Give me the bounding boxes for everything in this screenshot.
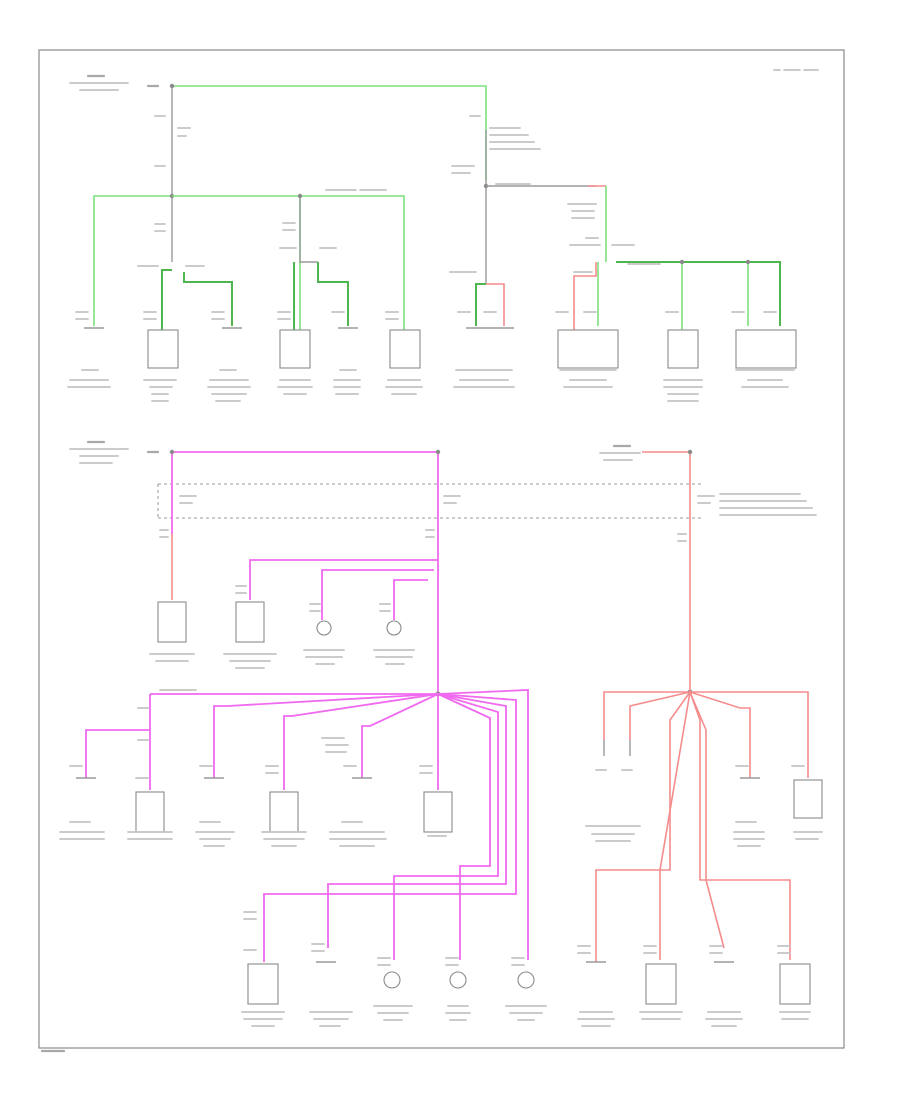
lamp-symbol — [316, 620, 332, 636]
component-box — [645, 963, 677, 1005]
branch-wire — [361, 693, 439, 778]
diagram-frame — [38, 49, 845, 1049]
fuse-mark — [451, 115, 541, 174]
upper-main-bus-wire — [172, 85, 487, 180]
component-box — [557, 329, 619, 369]
branch-wire — [321, 569, 434, 620]
component-box — [667, 329, 699, 369]
branch-wire — [299, 196, 318, 263]
component-box — [389, 329, 421, 369]
splice-node — [687, 449, 693, 455]
component-box — [247, 963, 279, 1005]
component-box — [735, 329, 797, 369]
component-box — [779, 963, 811, 1005]
branch-wire — [659, 691, 691, 960]
component-box — [793, 779, 823, 819]
branch-wire — [213, 693, 439, 778]
branch-wire — [689, 691, 791, 960]
label-mark — [137, 689, 349, 753]
branch-wire — [616, 261, 781, 326]
lower-power-distribution — [69, 440, 823, 962]
lamp-symbol — [386, 620, 402, 636]
branch-wire — [263, 693, 517, 962]
component-row-lower — [241, 911, 811, 1027]
branch-wire — [327, 693, 507, 948]
upper-feed-label-mark — [69, 74, 160, 91]
pin-label-mark — [235, 585, 391, 612]
splice-node — [435, 449, 441, 455]
branch-wire — [283, 693, 439, 790]
branch-wire — [437, 693, 491, 960]
branch-wire — [573, 262, 597, 340]
lamp-symbol — [517, 971, 535, 989]
splice-node — [169, 449, 175, 455]
splice-node — [679, 259, 685, 265]
component-box — [235, 601, 265, 643]
component-box — [423, 791, 453, 833]
branch-wire — [603, 691, 690, 740]
branch-wire — [689, 691, 725, 949]
branch-wire — [249, 559, 438, 600]
caption-mark — [59, 821, 823, 847]
branch-wire — [629, 691, 691, 740]
label-mark — [137, 189, 387, 267]
fuse-block-outline — [157, 483, 702, 519]
branch-wire — [393, 693, 499, 960]
branch-wire — [475, 283, 486, 326]
component-box — [269, 791, 299, 833]
caption-mark — [149, 649, 415, 669]
branch-wire — [486, 283, 505, 326]
branch-wire — [437, 689, 529, 960]
branch-wire — [85, 729, 150, 778]
branch-wire — [161, 269, 172, 340]
component-box — [279, 329, 311, 369]
branch-wire — [183, 272, 233, 326]
branch-wire — [595, 691, 691, 950]
branch-wire — [690, 691, 809, 778]
fuse-mark — [159, 480, 817, 542]
left-branch-wire — [93, 195, 172, 326]
pin-label-mark — [69, 765, 805, 779]
label-mark — [449, 183, 635, 273]
pin-label-mark — [75, 311, 777, 320]
pin-label-mark — [243, 911, 791, 966]
upper-power-distribution — [67, 74, 797, 402]
lower-right-feed-wire — [642, 451, 691, 480]
lamp-symbol — [449, 971, 467, 989]
branch-wire — [393, 579, 428, 620]
splice-node — [169, 83, 175, 89]
branch-wire — [689, 691, 751, 778]
component-row-upper — [84, 327, 797, 369]
component-row-middle — [59, 765, 823, 847]
branch-wire — [300, 195, 405, 340]
caption-mark — [241, 1005, 811, 1027]
component-box — [147, 329, 179, 369]
lower-feed-label-mark — [69, 440, 641, 464]
caption-mark — [67, 369, 795, 402]
lamp-symbol — [383, 971, 401, 989]
splice-node — [745, 259, 751, 265]
component-box — [157, 601, 187, 643]
splice-node — [297, 193, 303, 199]
fuse-mark — [154, 115, 191, 167]
component-box — [135, 791, 165, 833]
branch-wire — [317, 262, 349, 326]
